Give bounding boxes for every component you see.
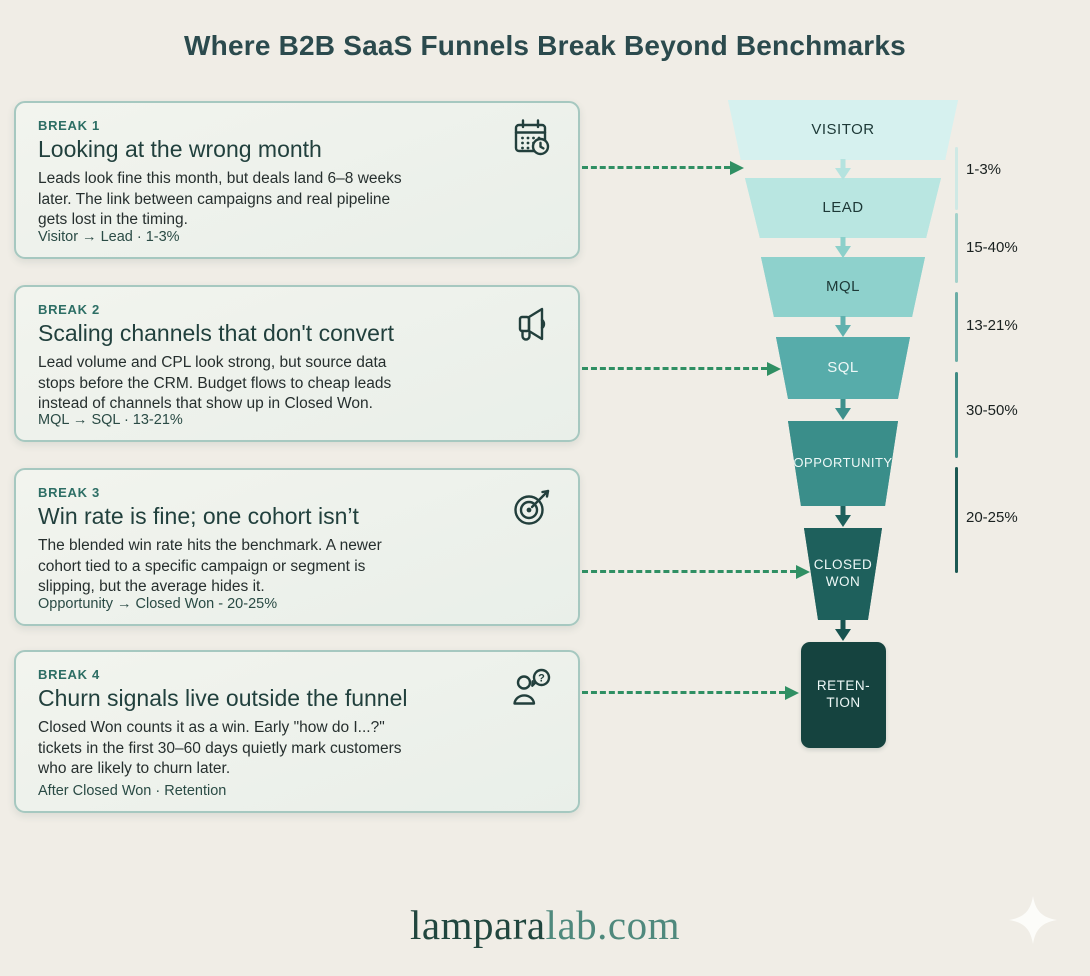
down-arrow-icon — [834, 316, 852, 337]
page-title: Where B2B SaaS Funnels Break Beyond Benc… — [184, 30, 906, 61]
break-headline: Churn signals live outside the funnel — [38, 685, 408, 711]
break-stage-range: Visitor → Lead · 1-3% — [38, 229, 180, 245]
funnel-stage-closed-won: CLOSED WON — [804, 528, 882, 620]
break-headline: Scaling channels that don't convert — [38, 320, 395, 346]
funnel-stage-opportunity: OPPORTUNITY — [788, 421, 898, 506]
break-stage-range: MQL → SQL · 13-21% — [38, 412, 183, 428]
break-stage-range: After Closed Won · Retention — [38, 783, 227, 799]
break-body: Lead volume and CPL look strong, but sou… — [38, 354, 392, 413]
scale-segment-lead-mql — [955, 213, 958, 283]
down-arrow-icon — [834, 159, 852, 180]
stage-label: CLOSED WON — [813, 557, 873, 589]
brand-domain-part: lab.com — [545, 902, 680, 948]
funnel-stage-visitor: VISITOR — [728, 100, 958, 160]
break-card-3: BREAK 3 Win rate is fine; one cohort isn… — [14, 468, 580, 626]
break-label: BREAK 2 — [38, 302, 100, 317]
break-headline: Looking at the wrong month — [38, 136, 322, 162]
calendar-clock-icon — [508, 116, 556, 164]
scale-segment-opportunity-closedwon — [955, 467, 958, 573]
down-arrow-icon — [834, 237, 852, 258]
break-label: BREAK 3 — [38, 485, 100, 500]
connector-break1-to-funnel — [582, 160, 744, 175]
down-arrow-icon — [834, 620, 852, 641]
break-body: Closed Won counts it as a win. Early "ho… — [38, 719, 402, 778]
stage-label: VISITOR — [811, 120, 875, 138]
brand-name-part: lampara — [410, 902, 546, 948]
connector-break3-to-funnel — [582, 564, 810, 579]
sparkle-icon — [1007, 894, 1059, 946]
stage-label: OPPORTUNITY — [793, 455, 893, 471]
stage-label: LEAD — [822, 198, 864, 216]
funnel-stage-sql: SQL — [776, 337, 910, 399]
conversion-rate-label: 13-21% — [966, 317, 1018, 334]
brand-wordmark: lamparalab.com — [0, 901, 1090, 949]
conversion-rate-label: 30-50% — [966, 402, 1018, 419]
break-body: Leads look fine this month, but deals la… — [38, 170, 402, 229]
break-card-2: BREAK 2 Scaling channels that don't conv… — [14, 285, 580, 442]
down-arrow-icon — [834, 399, 852, 420]
svg-text:?: ? — [538, 673, 545, 685]
stage-label: RETEN- TION — [816, 678, 871, 710]
connector-break4-to-funnel — [582, 685, 799, 700]
break-card-4: BREAK 4 Churn signals live outside the f… — [14, 650, 580, 813]
conversion-rate-label: 1-3% — [966, 161, 1002, 178]
funnel-stage-lead: LEAD — [745, 178, 941, 238]
funnel-stage-retention: RETEN- TION — [801, 642, 886, 748]
stage-label: SQL — [827, 358, 859, 376]
break-body: The blended win rate hits the benchmark.… — [38, 537, 382, 596]
connector-break2-to-funnel — [582, 361, 781, 376]
target-icon — [508, 483, 556, 531]
break-headline: Win rate is fine; one cohort isn’t — [38, 503, 359, 529]
scale-segment-mql-sql — [955, 292, 958, 362]
conversion-rate-label: 20-25% — [966, 509, 1018, 526]
megaphone-icon — [508, 300, 556, 348]
scale-segment-sql-opportunity — [955, 372, 958, 458]
conversion-rate-label: 15-40% — [966, 239, 1018, 256]
funnel-stage-mql: MQL — [761, 257, 925, 317]
stage-label: MQL — [825, 277, 860, 295]
break-label: BREAK 4 — [38, 667, 100, 682]
break-card-1: BREAK 1 Looking at the wrong month Leads… — [14, 101, 580, 259]
down-arrow-icon — [834, 506, 852, 527]
user-question-icon: ? — [508, 665, 556, 713]
break-stage-range: Opportunity → Closed Won - 20-25% — [38, 596, 278, 612]
scale-segment-visitor-lead — [955, 147, 958, 210]
break-label: BREAK 1 — [38, 118, 100, 133]
